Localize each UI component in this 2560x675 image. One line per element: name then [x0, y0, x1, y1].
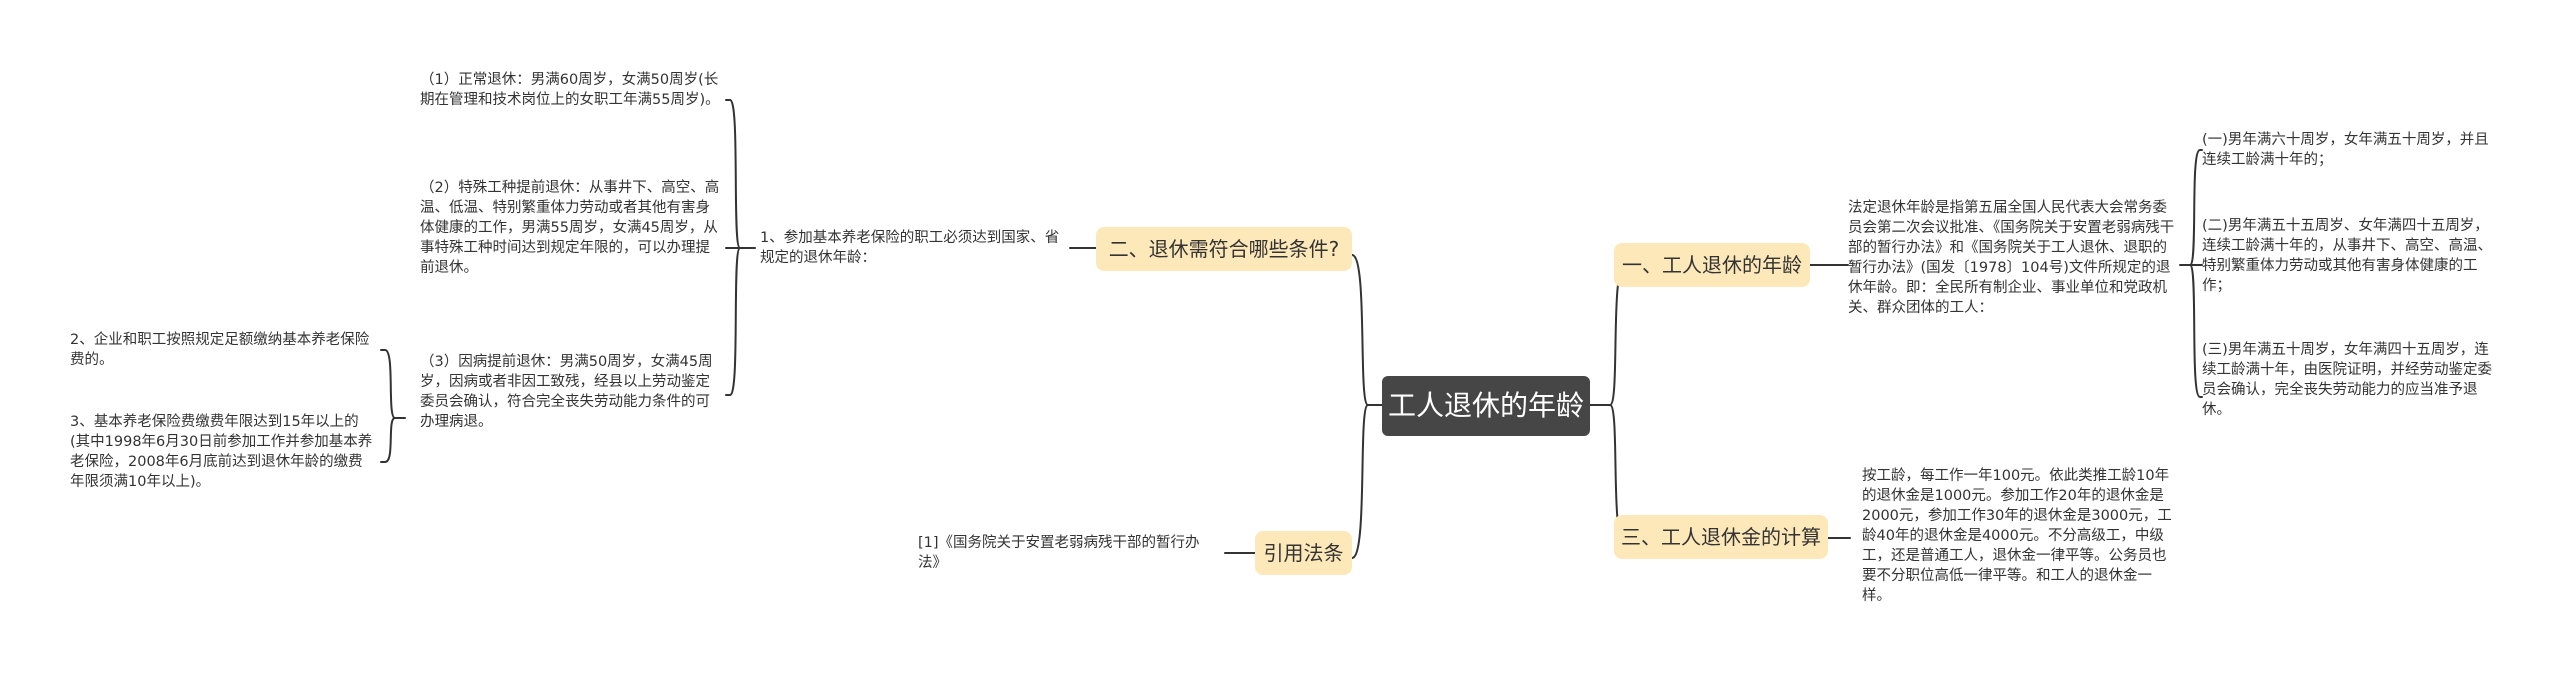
branch-cited-law[interactable]: 引用法条 — [1255, 531, 1352, 575]
retirement-age-item-3: (三)男年满五十周岁，女年满四十五周岁，连续工龄满十年，由医院证明，并经劳动鉴定… — [2202, 342, 2492, 418]
condition-1-item-normal: （1）正常退休：男满60周岁，女满50周岁(长期在管理和技术岗位上的女职工年满5… — [420, 72, 720, 108]
cited-law-reference: [1]《国务院关于安置老弱病残干部的暂行办法》 — [918, 535, 1200, 571]
condition-1-item-illness: （3）因病提前退休：男满50周岁，女满45周岁，因病或者非因工致残，经县以上劳动… — [420, 354, 713, 430]
branch-retirement-age[interactable]: 一、工人退休的年龄 — [1614, 243, 1810, 287]
retirement-age-item-1: (一)男年满六十周岁，女年满五十周岁，并且连续工龄满十年的； — [2202, 132, 2489, 168]
condition-3: 3、基本养老保险费缴费年限达到15年以上的(其中1998年6月30日前参加工作并… — [70, 414, 373, 490]
branch-pension-calculation[interactable]: 三、工人退休金的计算 — [1614, 515, 1828, 559]
branch-retirement-conditions[interactable]: 二、退休需符合哪些条件? — [1096, 227, 1352, 271]
root-topic[interactable]: 工人退休的年龄 — [1382, 376, 1590, 436]
pension-calculation-text: 按工龄，每工作一年100元。依此类推工龄10年的退休金是1000元。参加工作20… — [1862, 468, 2172, 604]
retirement-age-intro: 法定退休年龄是指第五届全国人民代表大会常务委员会第二次会议批准、《国务院关于安置… — [1848, 200, 2175, 316]
condition-1: 1、参加基本养老保险的职工必须达到国家、省规定的退休年龄： — [760, 230, 1060, 266]
condition-2: 2、企业和职工按照规定足额缴纳基本养老保险费的。 — [70, 332, 370, 368]
retirement-age-item-2: (二)男年满五十五周岁、女年满四十五周岁，连续工龄满十年的，从事井下、高空、高温… — [2202, 218, 2492, 294]
condition-1-item-special: （2）特殊工种提前退休：从事井下、高空、高温、低温、特别繁重体力劳动或者其他有害… — [420, 180, 720, 276]
